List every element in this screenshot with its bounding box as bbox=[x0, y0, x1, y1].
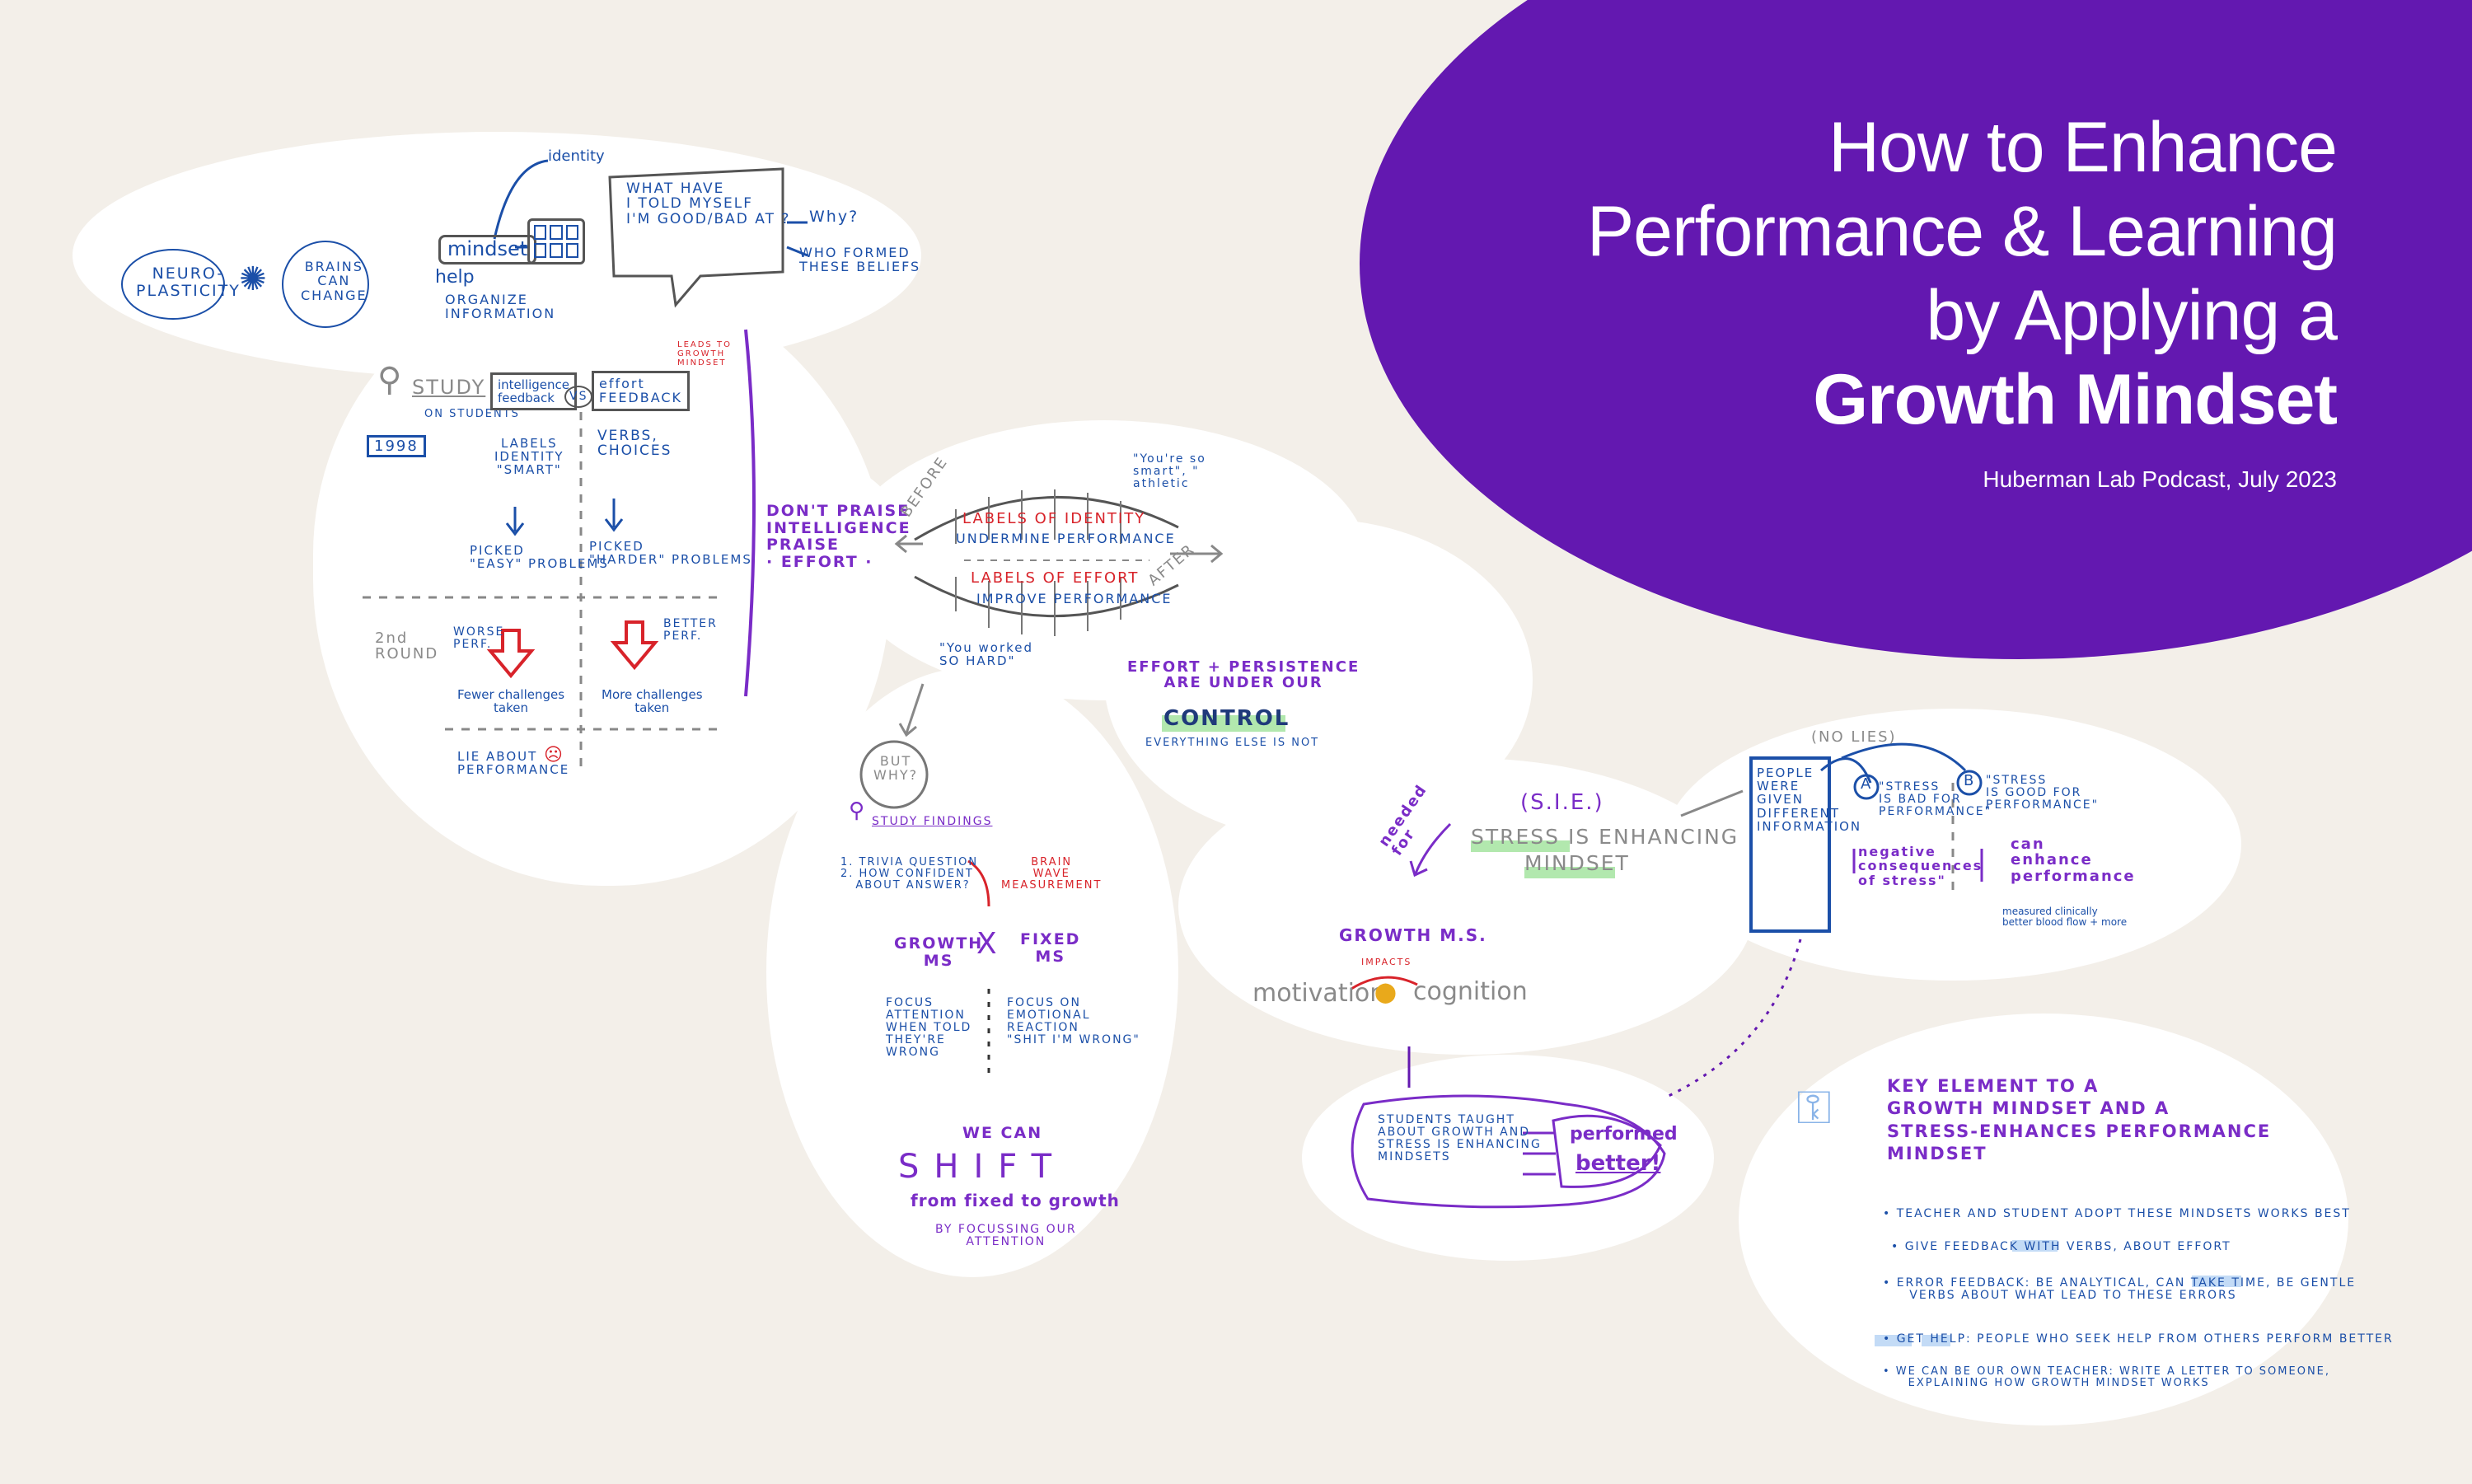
labels-of-identity-text: LABELS OF IDENTITY bbox=[962, 510, 1146, 527]
help-label: help bbox=[435, 267, 475, 288]
fixed-ms-label: FIXED MS bbox=[1020, 930, 1081, 966]
youre-so-smart-quote: "You're so smart", " athletic bbox=[1133, 452, 1206, 491]
by-focusing-text: BY FOCUSSING OUR ATTENTION bbox=[935, 1223, 1077, 1249]
magnifier-icon: ⚲ bbox=[377, 361, 402, 399]
who-formed-label: WHO FORMED THESE BELIEFS bbox=[799, 245, 921, 275]
people-given-info-text: PEOPLE WERE GIVEN DIFFERENT INFORMATION bbox=[1757, 765, 1862, 834]
everything-else-text: EVERYTHING ELSE IS NOT bbox=[1145, 737, 1320, 749]
sie-label: (S.I.E.) bbox=[1520, 790, 1604, 815]
fixed-to-growth-label: from fixed to growth bbox=[911, 1191, 1120, 1210]
brain-icon: ✺ bbox=[239, 260, 267, 298]
improve-performance-text: IMPROVE PERFORMANCE bbox=[976, 591, 1173, 606]
measured-clinically-text: measured clinically better blood flow + … bbox=[2002, 906, 2128, 928]
effort-feedback-box: effort FEEDBACK bbox=[592, 371, 691, 411]
subtitle: Huberman Lab Podcast, July 2023 bbox=[1983, 466, 2337, 492]
title-line-3: by Applying a bbox=[1926, 276, 2338, 355]
intelligence-feedback-box: intelligence feedback bbox=[490, 372, 578, 411]
focus-emotional-text: FOCUS ON EMOTIONAL REACTION "SHIT I'M WR… bbox=[1007, 996, 1140, 1047]
bubble-findings bbox=[766, 667, 1178, 1277]
impacts-label: IMPACTS bbox=[1361, 957, 1412, 967]
magnifier-icon-2: ⚲ bbox=[849, 798, 865, 823]
handshake-icon: ⬤ bbox=[1374, 981, 1397, 1004]
verbs-choices-text: VERBS, CHOICES bbox=[597, 428, 672, 460]
we-can-label: WE CAN bbox=[962, 1124, 1043, 1142]
key-bullet-2: • GIVE FEEDBACK WITH VERBS, ABOUT EFFORT bbox=[1891, 1240, 2231, 1253]
option-b-label: B bbox=[1964, 772, 1976, 789]
key-bullet-4: • GET HELP: PEOPLE WHO SEEK HELP FROM OT… bbox=[1883, 1332, 2394, 1346]
key-bullet-1: • TEACHER AND STUDENT ADOPT THESE MINDSE… bbox=[1883, 1207, 2351, 1220]
speech-bubble-text: WHAT HAVE I TOLD MYSELF I'M GOOD/BAD AT … bbox=[626, 180, 791, 227]
study-sub-label: ON STUDENTS bbox=[424, 408, 520, 420]
why-label: Why? bbox=[809, 208, 859, 226]
better-label: better! bbox=[1575, 1151, 1661, 1176]
mindset-label: mindset bbox=[438, 235, 537, 264]
cognition-label: cognition bbox=[1413, 977, 1528, 1006]
focus-attention-text: FOCUS ATTENTION WHEN TOLD THEY'RE WRONG bbox=[886, 996, 972, 1060]
more-challenges-text: More challenges taken bbox=[602, 687, 703, 716]
labels-of-effort-text: LABELS OF EFFORT bbox=[971, 569, 1140, 587]
option-a-label: A bbox=[1861, 775, 1873, 793]
key-bullet-5: • WE CAN BE OUR OWN TEACHER: WRITE A LET… bbox=[1883, 1365, 2331, 1390]
stress-bad-text: "STRESS IS BAD FOR PERFORMANCE" bbox=[1879, 780, 1992, 819]
growth-ms-sie-label: GROWTH M.S. bbox=[1339, 925, 1487, 945]
lie-about-performance-text: LIE ABOUT PERFORMANCE bbox=[457, 749, 570, 778]
worse-perf-text: WORSE PERF. bbox=[453, 625, 505, 652]
organize-label: ORGANIZE INFORMATION bbox=[445, 292, 556, 322]
can-enhance-text: can enhance performance bbox=[2011, 836, 2136, 885]
stress-enhancing-text: STRESS IS ENHANCING bbox=[1471, 825, 1739, 849]
bubble-sie bbox=[1178, 758, 1755, 1055]
key-bullet-3: • ERROR FEEDBACK: BE ANALYTICAL, CAN TAK… bbox=[1883, 1276, 2357, 1303]
sie-mindset-text: MINDSET bbox=[1524, 851, 1630, 875]
but-why-text: BUT WHY? bbox=[873, 753, 919, 784]
no-lies-label: (NO LIES) bbox=[1811, 728, 1897, 746]
you-worked-quote: "You worked SO HARD" bbox=[939, 640, 1034, 669]
performed-label: performed bbox=[1570, 1124, 1678, 1145]
shift-label: SHIFT bbox=[898, 1148, 1067, 1186]
brain-wave-text: BRAIN WAVE MEASUREMENT bbox=[1001, 856, 1103, 892]
bubble-key bbox=[1739, 1014, 2348, 1425]
title-line-bold: Growth Mindset bbox=[1813, 360, 2338, 439]
harder-problems-text: PICKED "HARDER" PROBLEMS bbox=[589, 539, 752, 568]
title: How to Enhance Performance & Learning by… bbox=[1586, 105, 2338, 442]
brains-can-change-label: BRAINS CAN CHANGE bbox=[301, 259, 368, 303]
motivation-label: motivation bbox=[1252, 979, 1386, 1008]
findings-list: 1. TRIVIA QUESTION 2. HOW CONFIDENT ABOU… bbox=[840, 856, 979, 892]
growth-ms-label: GROWTH MS bbox=[894, 934, 984, 970]
better-perf-text: BETTER PERF. bbox=[663, 617, 718, 644]
negative-consequences-text: negative consequences of stress" bbox=[1858, 844, 1983, 888]
control-text: CONTROL bbox=[1163, 706, 1290, 731]
bubble-students bbox=[1302, 1055, 1714, 1261]
leads-to-growth-note: LEADS TO GROWTH MINDSET bbox=[677, 340, 732, 367]
neuroplasticity-label: NEURO- PLASTICITY bbox=[136, 264, 241, 300]
labels-identity-text: LABELS IDENTITY "SMART" bbox=[494, 436, 564, 478]
identity-label: identity bbox=[548, 147, 605, 165]
students-taught-text: STUDENTS TAUGHT ABOUT GROWTH AND STRESS … bbox=[1378, 1113, 1542, 1164]
x-label: X bbox=[976, 927, 999, 961]
bubble-stress bbox=[1664, 709, 2241, 981]
undermine-performance-text: UNDERMINE PERFORMANCE bbox=[956, 531, 1176, 546]
second-round-label: 2nd ROUND bbox=[375, 630, 439, 663]
stress-good-text: "STRESS IS GOOD FOR PERFORMANCE" bbox=[1986, 774, 2100, 812]
identity-grid-icon bbox=[527, 218, 585, 264]
easy-problems-text: PICKED "EASY" PROBLEMS bbox=[470, 543, 609, 572]
key-element-title: KEY ELEMENT TO A GROWTH MINDSET AND A ST… bbox=[1887, 1076, 2272, 1163]
title-line-2: Performance & Learning bbox=[1586, 192, 2338, 271]
sad-face-icon: ☹ bbox=[544, 745, 563, 765]
effort-persistence-text: EFFORT + PERSISTENCE ARE UNDER OUR bbox=[1127, 658, 1360, 692]
study-year: 1998 bbox=[367, 435, 426, 458]
study-label: STUDY bbox=[412, 376, 486, 399]
title-line-1: How to Enhance bbox=[1828, 108, 2338, 187]
key-icon: ⚿ bbox=[1796, 1081, 1832, 1135]
fewer-challenges-text: Fewer challenges taken bbox=[457, 687, 565, 716]
dont-praise-intelligence-text: DON'T PRAISE INTELLIGENCE PRAISE · EFFOR… bbox=[766, 502, 911, 571]
study-findings-label: STUDY FINDINGS bbox=[872, 815, 993, 828]
